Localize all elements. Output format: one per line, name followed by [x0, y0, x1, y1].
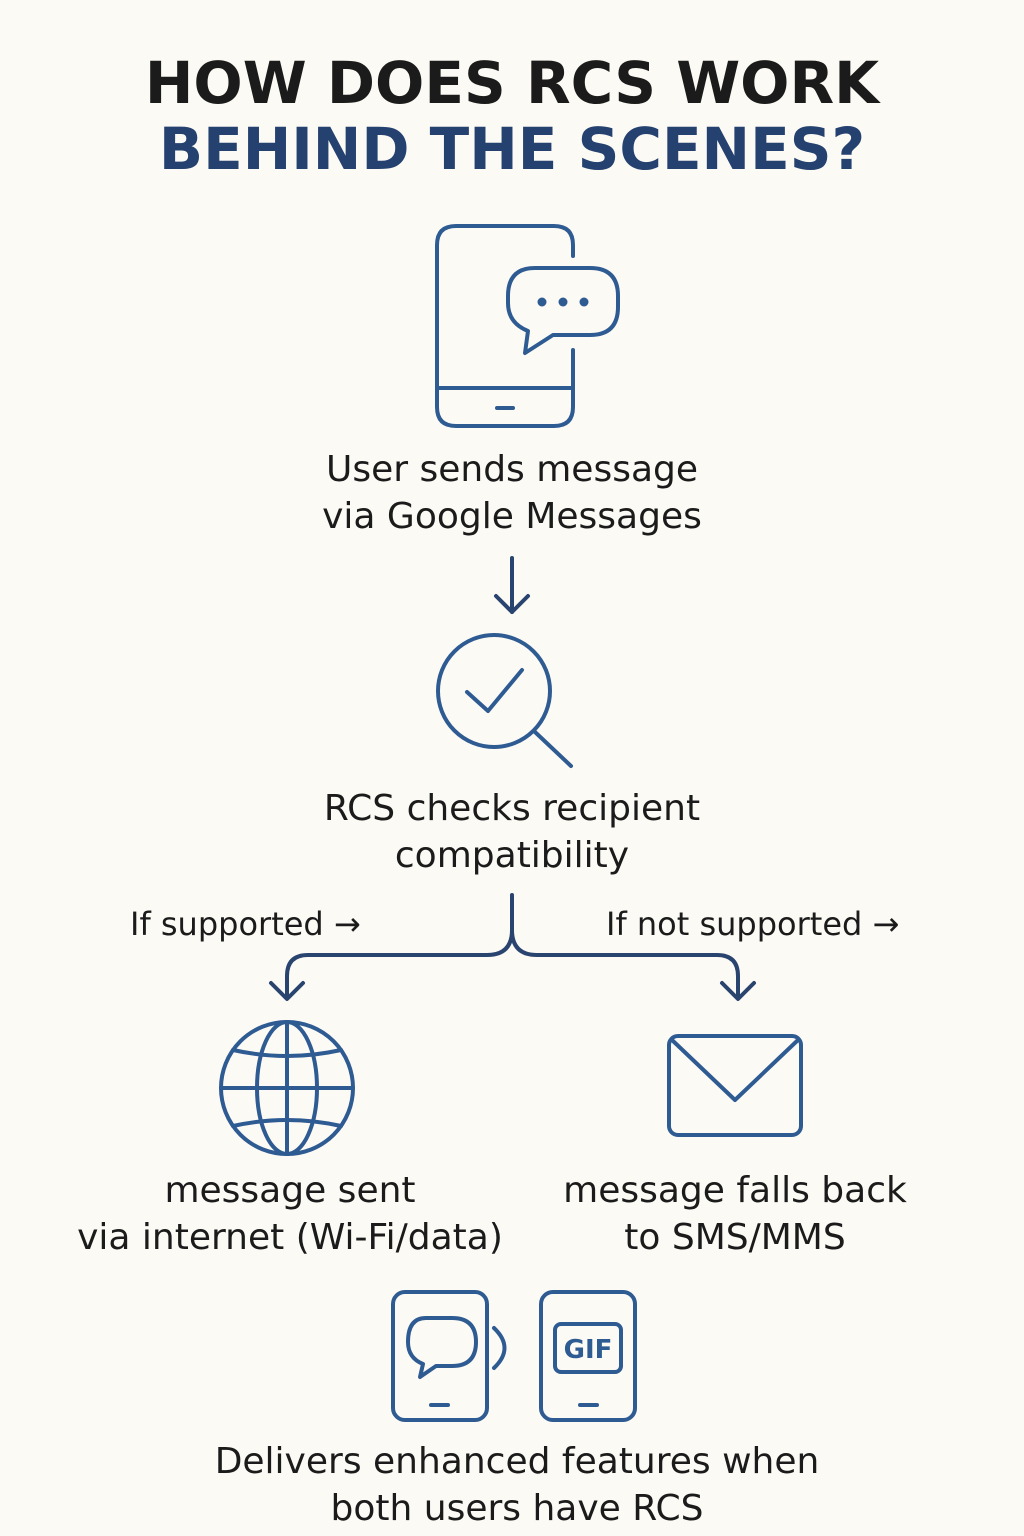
- branch-connector: [269, 893, 756, 1001]
- step-fallback-line-1: message falls back: [563, 1170, 907, 1211]
- gif-label: GIF: [564, 1335, 613, 1365]
- branch-not-supported-label: If not supported →: [606, 905, 900, 943]
- step-check-label: RCS checks recipient compatibility: [242, 785, 782, 879]
- step-check-line-1: RCS checks recipient: [323, 788, 701, 829]
- magnifier-check-icon: [436, 633, 573, 768]
- step-send-line-1: User sends message: [325, 449, 699, 490]
- envelope-icon: [667, 1034, 803, 1137]
- step-fallback-label: message falls back to SMS/MMS: [520, 1167, 950, 1261]
- step-send-label: User sends message via Google Messages: [262, 446, 762, 540]
- title-line-1: HOW DOES RCS WORK: [144, 49, 880, 117]
- step-internet-line-1: message sent: [164, 1170, 416, 1211]
- step-fallback-line-2: to SMS/MMS: [624, 1217, 846, 1258]
- step-deliver-line-2: both users have RCS: [330, 1488, 704, 1529]
- step-check-line-2: compatibility: [394, 835, 630, 876]
- arrow-down-icon: [494, 556, 530, 614]
- two-phones-chat-gif-icon: GIF: [391, 1290, 637, 1422]
- step-internet-label: message sent via internet (Wi-Fi/data): [40, 1167, 540, 1261]
- globe-icon: [219, 1020, 355, 1156]
- title-line-2: BEHIND THE SCENES?: [158, 115, 866, 183]
- step-internet-line-2: via internet (Wi-Fi/data): [77, 1217, 503, 1258]
- branch-supported-label: If supported →: [130, 905, 361, 943]
- step-deliver-label: Delivers enhanced features when both use…: [172, 1438, 862, 1532]
- phone-chat-icon: [435, 224, 620, 428]
- step-deliver-line-1: Delivers enhanced features when: [214, 1441, 820, 1482]
- step-send-line-2: via Google Messages: [322, 496, 702, 537]
